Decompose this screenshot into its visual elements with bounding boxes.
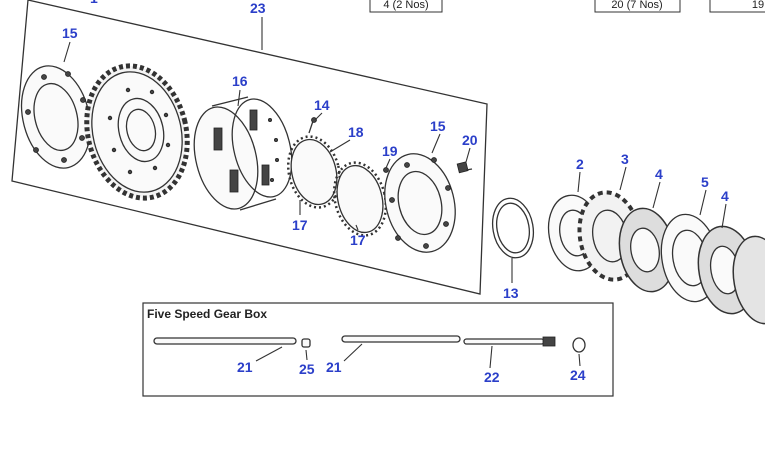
callout-24: 24 <box>570 367 586 383</box>
sprocket <box>84 63 190 201</box>
pushrod-21-left <box>153 337 297 345</box>
ball-25 <box>301 338 311 348</box>
callout-14: 14 <box>314 97 330 113</box>
callout-19: 19 <box>382 143 398 159</box>
callout-23: 23 <box>250 0 266 16</box>
header-box-4-text: 4 (2 Nos) <box>383 0 428 11</box>
pushrod-22-end <box>542 336 556 347</box>
callout-18: 18 <box>348 124 364 140</box>
callout-13: 13 <box>503 285 519 301</box>
header-box-20: 20 (7 Nos) <box>594 0 681 13</box>
header-box-19: 19 <box>709 0 765 13</box>
friction-plate-4-left <box>618 207 676 293</box>
callout-20: 20 <box>462 132 478 148</box>
callout-5: 5 <box>701 174 709 190</box>
header-box-4: 4 (2 Nos) <box>369 0 443 13</box>
plate-partial-edge <box>732 235 765 325</box>
pin-19 <box>383 167 389 173</box>
gearbox-title: Five Speed Gear Box <box>147 307 267 321</box>
gearbox-inset: Five Speed Gear Box <box>142 302 614 397</box>
header-box-19-text: 19 <box>752 0 764 11</box>
callout-16: 16 <box>232 73 248 89</box>
plate-15-left <box>20 65 92 169</box>
pushrod-21-right <box>341 335 461 343</box>
plate-15-right <box>384 153 456 253</box>
callout-15-right: 15 <box>430 118 446 134</box>
clutch-housing-16 <box>193 96 293 211</box>
callout-21-right: 21 <box>326 359 342 375</box>
callout-1: 1 <box>90 0 98 6</box>
screw-14 <box>308 117 317 134</box>
callout-15-left: 15 <box>62 25 78 41</box>
seal-24 <box>572 337 586 353</box>
callout-3: 3 <box>621 151 629 167</box>
plate-18 <box>286 135 342 209</box>
pushrod-22 <box>463 338 545 345</box>
callout-4-right: 4 <box>721 188 729 204</box>
callout-2: 2 <box>576 156 584 172</box>
header-box-20-text: 20 (7 Nos) <box>611 0 662 11</box>
callout-4-left: 4 <box>655 166 663 182</box>
callout-17-right: 17 <box>350 232 366 248</box>
callout-22: 22 <box>484 369 500 385</box>
ring-13 <box>491 197 535 259</box>
leader-lines <box>63 17 727 369</box>
assembly-panel-23 <box>11 0 488 295</box>
callout-labels: 1 23 15 16 14 18 19 15 20 17 17 2 3 4 5 … <box>62 0 729 385</box>
callout-21-left: 21 <box>237 359 253 375</box>
bolt-20 <box>456 161 473 174</box>
callout-25: 25 <box>299 361 315 377</box>
callout-17-left: 17 <box>292 217 308 233</box>
